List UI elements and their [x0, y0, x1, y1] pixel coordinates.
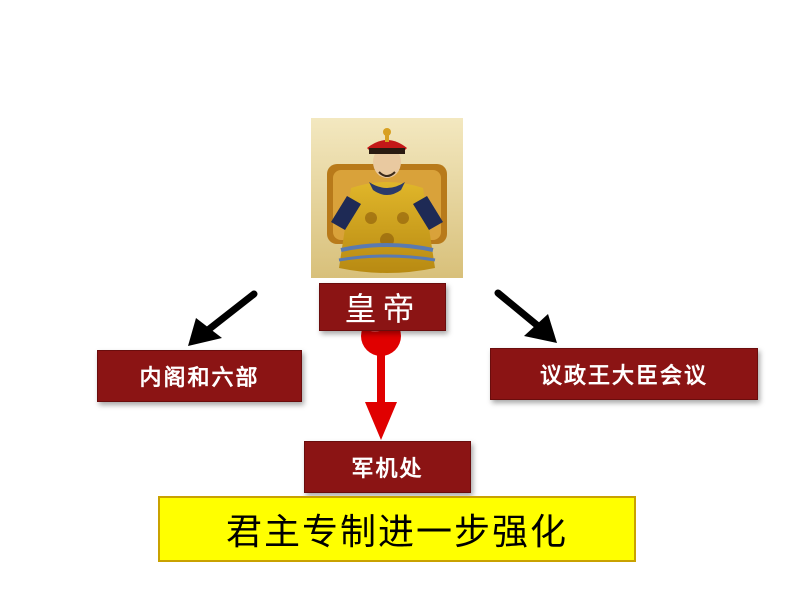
emperor-node: 皇帝 — [319, 283, 446, 331]
arrow-to-council — [494, 289, 557, 343]
conclusion-text: 君主专制进一步强化 — [225, 512, 568, 553]
emperor-portrait-icon — [311, 118, 463, 278]
cabinet-label: 内阁和六部 — [139, 366, 260, 391]
conclusion-box: 君主专制进一步强化 — [158, 496, 636, 562]
arrow-to-cabinet — [188, 290, 258, 346]
council-label: 议政王大臣会议 — [539, 364, 708, 389]
grand-council-label: 军机处 — [351, 457, 424, 482]
cabinet-node: 内阁和六部 — [97, 350, 302, 402]
emperor-label: 皇帝 — [344, 290, 421, 328]
arrow-to-grand-council — [361, 316, 401, 440]
council-node: 议政王大臣会议 — [490, 348, 758, 400]
grand-council-node: 军机处 — [304, 441, 471, 493]
